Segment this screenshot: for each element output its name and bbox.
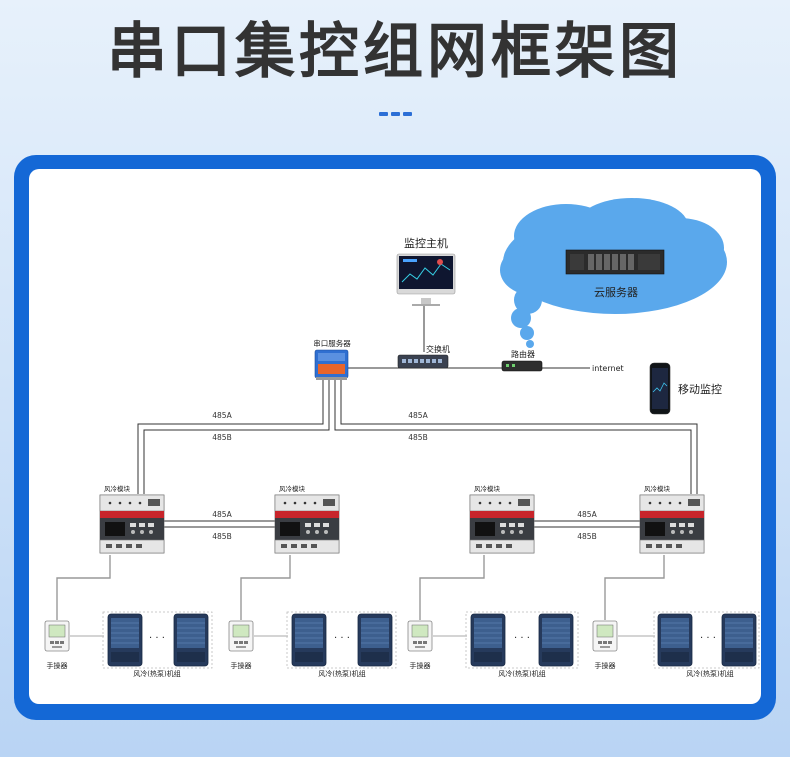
unit-group-label: 风冷(热泵)机组 bbox=[133, 669, 180, 678]
heat-pump-unit-icon bbox=[357, 613, 393, 667]
line-485b-label: 485B bbox=[408, 433, 427, 442]
mobile-monitor-label: 移动监控 bbox=[678, 382, 722, 396]
router-icon bbox=[501, 360, 543, 372]
unit-ellipsis: · · · bbox=[334, 633, 350, 644]
serial-server-icon bbox=[314, 349, 349, 380]
line-485a-label: 485A bbox=[577, 510, 597, 519]
heat-pump-unit-icon bbox=[657, 613, 693, 667]
line-485b-label: 485B bbox=[212, 433, 231, 442]
line-485a-label: 485A bbox=[408, 411, 428, 420]
air-module-label: 风冷模块 bbox=[644, 484, 671, 493]
title-accent-dashes bbox=[379, 112, 413, 116]
controller-label: 手操器 bbox=[595, 661, 616, 670]
unit-ellipsis: · · · bbox=[149, 633, 165, 644]
line-485b-label: 485B bbox=[577, 532, 596, 541]
unit-group-label: 风冷(热泵)机组 bbox=[498, 669, 545, 678]
line-485a-label: 485A bbox=[212, 510, 232, 519]
air-module-label: 风冷模块 bbox=[474, 484, 501, 493]
heat-pump-unit-icon bbox=[291, 613, 327, 667]
router-label: 路由器 bbox=[511, 349, 535, 359]
controller-icon bbox=[592, 620, 618, 652]
controller-icon bbox=[228, 620, 254, 652]
cloud-server-label: 云服务器 bbox=[594, 286, 638, 299]
unit-group-box bbox=[286, 611, 397, 669]
controller-label: 手操器 bbox=[410, 661, 431, 670]
line-485a-label: 485A bbox=[212, 411, 232, 420]
heat-pump-unit-icon bbox=[538, 613, 574, 667]
unit-group-box bbox=[465, 611, 579, 669]
heat-pump-unit-icon bbox=[721, 613, 757, 667]
air-module-icon bbox=[99, 494, 165, 554]
controller-label: 手操器 bbox=[47, 661, 68, 670]
air-module-label: 风冷模块 bbox=[279, 484, 306, 493]
unit-group-box bbox=[653, 611, 760, 669]
unit-ellipsis: · · · bbox=[514, 633, 530, 644]
air-module-label: 风冷模块 bbox=[104, 484, 131, 493]
controller-icon bbox=[44, 620, 70, 652]
heat-pump-unit-icon bbox=[173, 613, 209, 667]
unit-group-label: 风冷(热泵)机组 bbox=[686, 669, 733, 678]
air-module-icon bbox=[274, 494, 340, 554]
switch-icon bbox=[397, 354, 449, 369]
unit-group-label: 风冷(热泵)机组 bbox=[318, 669, 365, 678]
monitor-icon bbox=[396, 253, 456, 306]
line-485b-label: 485B bbox=[212, 532, 231, 541]
heat-pump-unit-icon bbox=[107, 613, 143, 667]
air-module-icon bbox=[469, 494, 535, 554]
internet-label: internet bbox=[592, 364, 624, 373]
controller-icon bbox=[407, 620, 433, 652]
phone-icon bbox=[649, 362, 671, 415]
server-rack-icon bbox=[565, 249, 665, 275]
monitor-host-label: 监控主机 bbox=[404, 236, 448, 250]
connection-lines bbox=[56, 303, 698, 637]
unit-group-box bbox=[102, 611, 213, 669]
page-title: 串口集控组网框架图 bbox=[107, 17, 683, 87]
heat-pump-unit-icon bbox=[470, 613, 506, 667]
controller-label: 手操器 bbox=[231, 661, 252, 670]
switch-label: 交换机 bbox=[426, 344, 450, 354]
air-module-icon bbox=[639, 494, 705, 554]
unit-ellipsis: · · · bbox=[700, 633, 716, 644]
serial-server-label: 串口服务器 bbox=[313, 338, 351, 348]
